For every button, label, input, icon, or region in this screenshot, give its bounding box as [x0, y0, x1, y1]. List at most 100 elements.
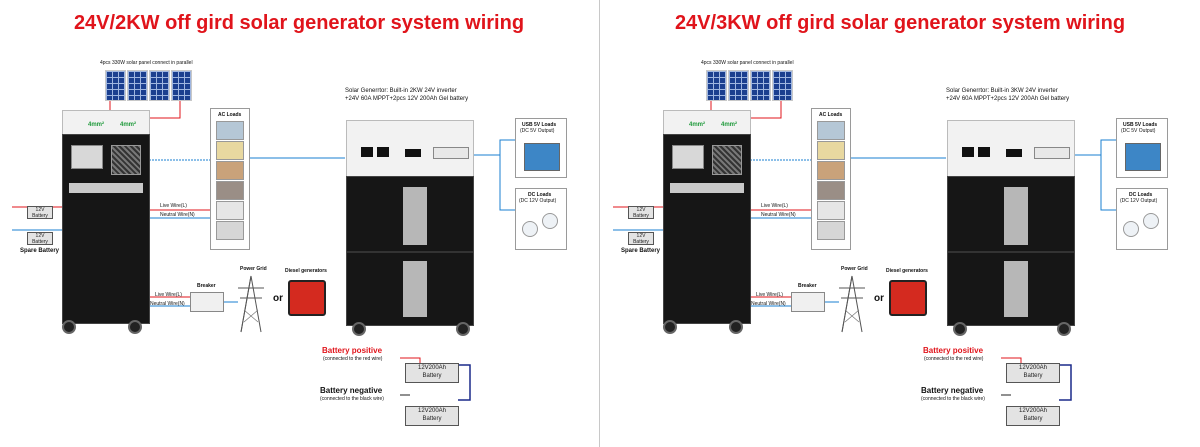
- cabinet-shelf: [948, 251, 1074, 253]
- usb-loads-box: USB 5V Loads (DC 5V Output): [1116, 118, 1168, 178]
- gen-wheel-left: [352, 322, 366, 336]
- solar-panel-2: [728, 70, 749, 101]
- ac-load-washer-icon: [216, 221, 244, 240]
- usb-output-label: (DC 5V Output): [520, 128, 555, 134]
- diesel-label: Diesel generators: [886, 268, 928, 274]
- generator-top-panel: [346, 120, 474, 178]
- solar-label: 4pcs 330W solar panel connect in paralle…: [701, 60, 794, 66]
- solar-panel-2: [127, 70, 148, 101]
- inverter-cabinet: [663, 134, 751, 324]
- cabinet-top: [663, 110, 751, 136]
- ac-load-washer-icon: [817, 221, 845, 240]
- neutral-wire-label-top: Neutral Wire(N): [761, 212, 796, 218]
- breaker-device: [791, 292, 825, 312]
- terminal-strip: [69, 183, 143, 193]
- ac-load-lamp-icon: [817, 141, 845, 160]
- gel-battery-2: [403, 261, 427, 317]
- phone-tablet-icon: [524, 143, 560, 171]
- gen-wheel-right: [1057, 322, 1071, 336]
- gen-switch-2: [377, 147, 389, 157]
- generator-cabinet: [346, 176, 474, 326]
- dc-output-label: (DC 12V Output): [1120, 198, 1158, 204]
- usb-loads-label: USB 5V Loads: [522, 122, 557, 128]
- breaker-device: [190, 292, 224, 312]
- spare-battery-label: Spare Battery: [621, 248, 661, 254]
- bulb-icon-1: [1123, 221, 1139, 237]
- cable-label-b: 4mm²: [120, 122, 137, 128]
- generator-cabinet: [947, 176, 1075, 326]
- bulb-icon-2: [542, 213, 558, 229]
- generator-desc-2: +24V 60A MPPT+2pcs 12V 200Ah Gel battery: [345, 96, 469, 102]
- gen-output-panel: [1034, 147, 1070, 159]
- neutral-wire-label-bot: Neutral Wire(N): [751, 301, 786, 307]
- gen-switch-1: [962, 147, 974, 157]
- usb-loads-label: USB 5V Loads: [1123, 122, 1158, 128]
- live-wire-label-bot: Live Wire(L): [756, 292, 783, 298]
- gen-switch-1: [361, 147, 373, 157]
- diesel-generator-icon: [889, 280, 927, 316]
- breaker-label: Breaker: [798, 283, 817, 289]
- gen-switch-2: [978, 147, 990, 157]
- inverter-display: [672, 145, 704, 169]
- wheel-right: [128, 320, 142, 334]
- battery-positive-note: (connected to the red wire): [924, 356, 984, 362]
- cable-label-a: 4mm²: [88, 122, 105, 128]
- panel-divider: [599, 0, 600, 447]
- battery-negative-label: Battery negative: [921, 386, 984, 395]
- battery-positive-label: Battery positive: [923, 346, 984, 355]
- ac-loads-label: AC Loads: [819, 112, 843, 118]
- usb-output-label: (DC 5V Output): [1121, 128, 1156, 134]
- spare-battery-label: Spare Battery: [20, 248, 60, 254]
- dc-loads-box: DC Loads (DC 12V Output): [1116, 188, 1168, 250]
- generator-desc-1: Solar Generrtor: Built-in 2KW 24V invert…: [345, 88, 457, 94]
- battery-positive-label: Battery positive: [322, 346, 383, 355]
- inverter-display: [71, 145, 103, 169]
- power-tower-icon: [238, 275, 264, 333]
- generator-desc-1: Solar Generrtor: Built-in 3KW 24V invert…: [946, 88, 1058, 94]
- phone-tablet-icon: [1125, 143, 1161, 171]
- dc-output-label: (DC 12V Output): [519, 198, 557, 204]
- ac-loads-label: AC Loads: [218, 112, 242, 118]
- solar-panel-4: [772, 70, 793, 101]
- solar-label: 4pcs 330W solar panel connect in paralle…: [100, 60, 193, 66]
- diesel-label: Diesel generators: [285, 268, 327, 274]
- gen-wheel-right: [456, 322, 470, 336]
- generator-top-panel: [947, 120, 1075, 178]
- gen-display: [1006, 149, 1022, 157]
- solar-panel-3: [149, 70, 170, 101]
- cabinet-shelf: [347, 251, 473, 253]
- ac-load-tv-icon: [216, 121, 244, 140]
- diagram-panel-2kw: 24V/2KW off gird solar generator system …: [0, 0, 598, 447]
- battery-positive-note: (connected to the red wire): [323, 356, 383, 362]
- gel-battery-2: [1004, 261, 1028, 317]
- ac-load-tv-icon: [817, 121, 845, 140]
- gen-output-panel: [433, 147, 469, 159]
- battery-negative-note: (connected to the black wire): [921, 396, 985, 402]
- wheel-left: [663, 320, 677, 334]
- live-wire-label-top: Live Wire(L): [761, 203, 788, 209]
- cable-label-b: 4mm²: [721, 122, 738, 128]
- neutral-wire-label-bot: Neutral Wire(N): [150, 301, 185, 307]
- ac-loads-box: AC Loads: [210, 108, 250, 250]
- generator-desc-2: +24V 60A MPPT+2pcs 12V 200Ah Gel battery: [946, 96, 1070, 102]
- battery-negative-note: (connected to the black wire): [320, 396, 384, 402]
- ac-load-fridge-icon: [817, 201, 845, 220]
- terminal-strip: [670, 183, 744, 193]
- ac-loads-box: AC Loads: [811, 108, 851, 250]
- ac-load-appliance-icon: [817, 161, 845, 180]
- live-wire-label-top: Live Wire(L): [160, 203, 187, 209]
- gel-battery-1: [1004, 187, 1028, 245]
- wheel-right: [729, 320, 743, 334]
- solar-panel-1: [105, 70, 126, 101]
- fan-grille: [712, 145, 742, 175]
- or-label: or: [273, 293, 283, 304]
- gel-battery-1: [403, 187, 427, 245]
- live-wire-label-bot: Live Wire(L): [155, 292, 182, 298]
- inverter-cabinet: [62, 134, 150, 324]
